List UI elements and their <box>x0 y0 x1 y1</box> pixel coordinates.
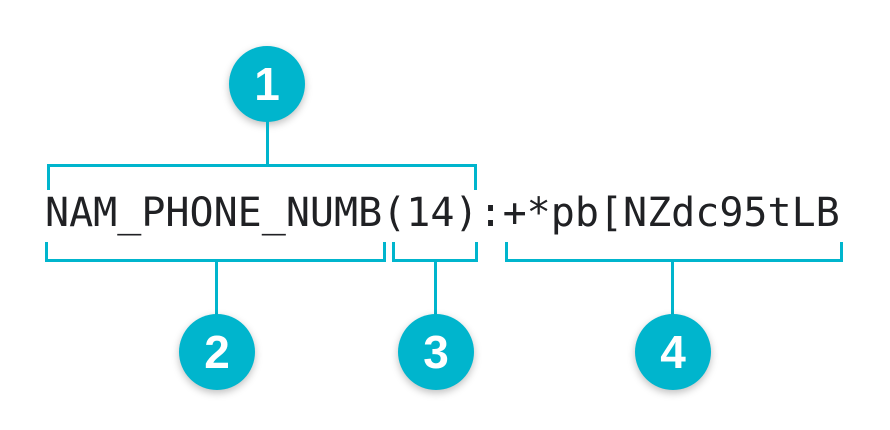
callout-2-connector-line <box>215 262 218 318</box>
callout-number-1: 1 <box>254 58 280 110</box>
code-segment-name: NAM_PHONE_NUMB <box>45 190 383 236</box>
code-segment-separator: : <box>478 190 503 236</box>
callout-4-connector-line <box>671 262 674 318</box>
callout-number-3: 3 <box>423 326 449 378</box>
callout-1-connector-line <box>266 118 269 164</box>
code-string: NAM_PHONE_NUMB(14):+*pb[NZdc95tLB <box>45 190 840 236</box>
bracket-value-segment <box>505 242 843 262</box>
callout-number-2: 2 <box>204 326 230 378</box>
bracket-token-annotation <box>47 164 477 190</box>
code-segment-value: +*pb[NZdc95tLB <box>502 190 840 236</box>
callout-badge-2: 2 <box>179 314 255 390</box>
bracket-name-segment <box>45 242 386 262</box>
callout-badge-1: 1 <box>229 46 305 122</box>
callout-number-4: 4 <box>660 326 686 378</box>
callout-3-connector-line <box>434 262 437 318</box>
callout-badge-3: 3 <box>398 314 474 390</box>
code-segment-length: (14) <box>382 190 479 236</box>
bracket-length-segment <box>392 242 478 262</box>
callout-badge-4: 4 <box>635 314 711 390</box>
